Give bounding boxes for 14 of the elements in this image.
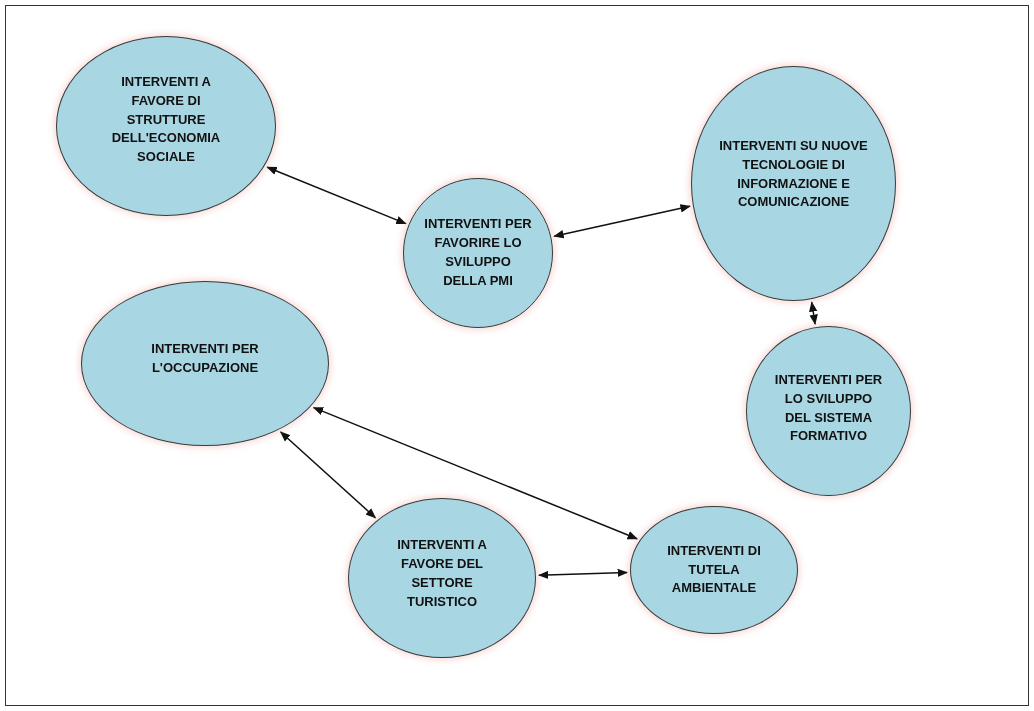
double-arrow — [537, 568, 629, 580]
node-label: INTERVENTI A FAVORE DEL SETTORE TURISTICO — [396, 536, 488, 611]
double-arrow — [809, 301, 818, 326]
node-label: INTERVENTI PER LO SVILUPPO DEL SISTEMA FORMATIVO — [773, 370, 884, 446]
double-arrow — [279, 431, 377, 519]
double-arrow — [312, 406, 639, 540]
node-label: INTERVENTI DI TUTELA AMBIENTALE — [666, 541, 762, 598]
ellipse-node — [630, 506, 798, 634]
node-label: INTERVENTI SU NUOVE TECNOLOGIE DI INFORMAZIONE E COMUNICAZIONE — [718, 136, 869, 212]
double-arrow — [553, 204, 691, 239]
node-label: INTERVENTI A FAVORE DI STRUTTURE DELL'ECONOMIA SOCIALE — [110, 72, 222, 167]
double-arrow — [266, 166, 407, 225]
node-label: INTERVENTI PER L'OCCUPAZIONE — [150, 339, 260, 377]
node-label: INTERVENTI PER FAVORIRE LO SVILUPPO DELLA PMI — [423, 215, 533, 290]
